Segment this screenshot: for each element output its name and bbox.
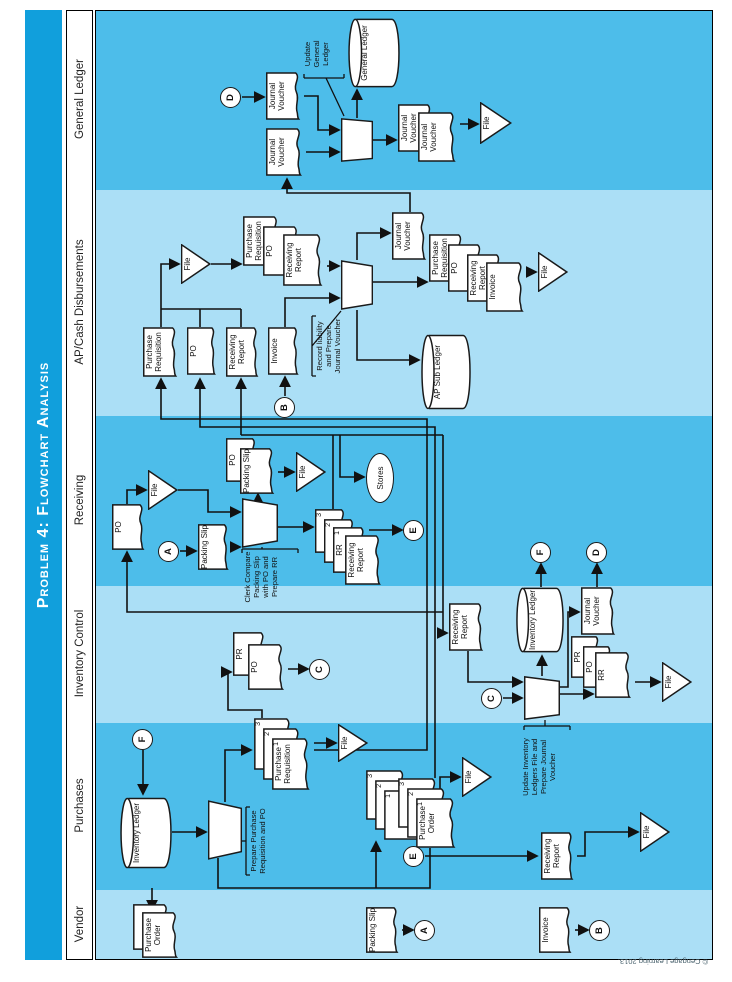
connector-a-receiving: A <box>158 541 179 562</box>
file-triangle-purchases-po: File <box>462 757 492 797</box>
inventory-journal-voucher-doc: Journal Voucher <box>581 587 619 635</box>
file-triangle-ap-bottom: File <box>538 252 568 292</box>
file-triangle-inventory: File <box>662 662 692 702</box>
inventory-ledger-cylinder-purchases: Inventory Ledger <box>120 797 172 869</box>
connector-b-vendor: B <box>589 920 610 941</box>
update-inventory-process <box>524 676 560 720</box>
clerk-compare-process <box>242 498 278 548</box>
prepare-pr-po-label: Prepare Purchase Requisition and PO <box>249 808 267 874</box>
gl-journal-voucher-doc-2: Journal Voucher <box>266 128 306 176</box>
connector-d-gl: D <box>220 87 241 108</box>
update-gl-process <box>341 118 373 162</box>
connector-c-in-inventory: C <box>481 688 502 709</box>
inventory-receiving-report-doc: Receiving Report <box>449 603 487 651</box>
inventory-file-rr-doc: RR <box>595 652 635 698</box>
clerk-compare-label: Clerk Compare Packing Slip with PO and P… <box>243 551 279 603</box>
ap-purchase-requisition-doc: Purchase Requisition <box>143 327 181 377</box>
record-liability-process <box>341 260 373 310</box>
connector-f-out-inventory: F <box>530 542 551 563</box>
receiving-packing-slip-doc: Packing Slip <box>198 524 232 570</box>
copyright-note: © Cengage Learning 2013. <box>617 957 709 966</box>
inventory-po-doc: PO <box>248 644 288 690</box>
update-gl-label: Update General Ledger <box>303 40 330 68</box>
ap-stack-rr-doc: Receiving Report <box>283 234 327 286</box>
ap-invoice-doc: Invoice <box>268 327 302 375</box>
purchase-order-copy1-doc: 1 Purchase Order <box>416 798 460 848</box>
file-triangle-purchases-pr: File <box>338 724 368 762</box>
prepare-pr-po-process <box>208 800 242 860</box>
gl-filed-jv-front-doc: Journal Voucher <box>418 112 460 162</box>
general-ledger-cylinder: General Ledger <box>348 18 400 88</box>
inventory-ledger-cylinder-inventory: Inventory Ledger <box>516 587 564 653</box>
vendor-packing-slip-doc: Packing Slip <box>366 907 402 953</box>
ap-journal-voucher-doc: Journal Voucher <box>392 212 430 260</box>
update-inventory-label: Update Inventory Ledgers File and Prepar… <box>521 738 557 796</box>
ap-receiving-report-doc: Receiving Report <box>226 327 262 377</box>
file-triangle-gl: File <box>480 102 512 144</box>
file-triangle-purchases-rr: File <box>640 812 670 852</box>
receiving-po-doc: PO <box>112 504 148 550</box>
record-liability-label: Record liability and Prepare Journal Vou… <box>315 318 342 374</box>
ap-po-doc: PO <box>187 327 219 375</box>
ap-filed-invoice-doc: Invoice <box>486 262 528 312</box>
receiving-report-front-doc: Receiving Report <box>345 535 385 585</box>
ap-sub-ledger-cylinder: AP Sub Ledger <box>421 334 471 410</box>
connector-b-ap: B <box>274 397 295 418</box>
purchases-receiving-report-doc: Receiving Report <box>541 832 577 880</box>
file-triangle-receiving-ps: File <box>296 452 326 492</box>
file-triangle-receiving-po: File <box>148 470 178 510</box>
purchase-requisition-copy1-doc: 1 Purchase Requisition <box>272 738 314 790</box>
connector-d-out-inventory: D <box>586 542 607 563</box>
connector-c-out-inventory: C <box>309 659 330 680</box>
file-triangle-ap-top: File <box>181 244 211 284</box>
gl-journal-voucher-doc-1: Journal Voucher <box>266 72 304 120</box>
stores-oval: Stores <box>366 453 394 503</box>
connector-a-vendor: A <box>414 920 435 941</box>
connector-f-purchases: F <box>132 729 153 750</box>
receiving-filed-packing-slip-doc: Packing Slip <box>240 448 278 494</box>
vendor-invoice-doc: Invoice <box>539 907 575 953</box>
connector-e-out-receiving: E <box>403 520 424 541</box>
vendor-purchase-order-doc: Purchase Order <box>142 912 182 958</box>
connector-e-purchases: E <box>403 846 424 867</box>
